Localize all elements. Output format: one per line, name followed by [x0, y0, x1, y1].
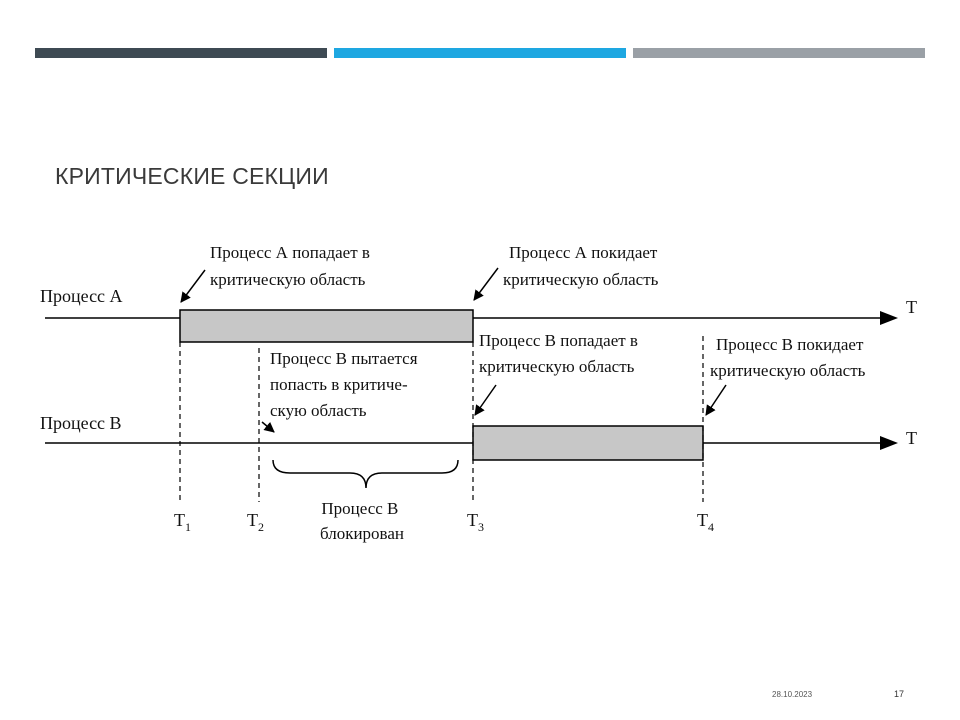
process-b-label: Процесс B	[40, 413, 122, 433]
time-label-t3: T3	[467, 510, 484, 534]
process-a-critical-bar	[179, 309, 474, 343]
a-enter-pointer-arrow	[180, 269, 206, 303]
note-a-leaves: Процесс А покидает критическую область	[503, 243, 662, 289]
footer-date: 28.10.2023	[772, 690, 813, 699]
header-accent-bar-gray	[633, 48, 925, 58]
process-b-axis-label: T	[906, 428, 917, 448]
a-leave-pointer-arrow	[473, 267, 499, 301]
note-b-tries: Процесс В пытается попасть в критиче- ск…	[270, 349, 422, 420]
b-enter-pointer-arrow	[474, 384, 497, 416]
note-a-enters: Процесс А попадает в критическую область	[210, 243, 374, 289]
footer-page-number: 17	[894, 689, 905, 699]
time-label-t2: T2	[247, 510, 264, 534]
b-try-pointer-arrow	[261, 421, 275, 433]
process-a-label: Процесс А	[40, 286, 123, 306]
slide-title: Критические секции	[55, 163, 329, 189]
process-a-arrowhead	[880, 311, 898, 325]
note-b-enters: Процесс В попадает в критическую область	[479, 331, 642, 376]
time-label-t1: T1	[174, 510, 191, 534]
process-b-arrowhead	[880, 436, 898, 450]
header-accent-bar-dark	[35, 48, 327, 58]
blocked-interval-brace	[272, 459, 459, 489]
process-b-critical-bar	[472, 425, 704, 461]
note-b-leaves: Процесс В покидает критическую область	[710, 335, 868, 380]
note-b-blocked: Процесс В блокирован	[320, 499, 404, 543]
header-accent-bar-blue	[334, 48, 626, 58]
b-leave-pointer-arrow	[705, 384, 727, 416]
time-label-t4: T4	[697, 510, 714, 534]
process-a-axis-label: T	[906, 297, 917, 317]
